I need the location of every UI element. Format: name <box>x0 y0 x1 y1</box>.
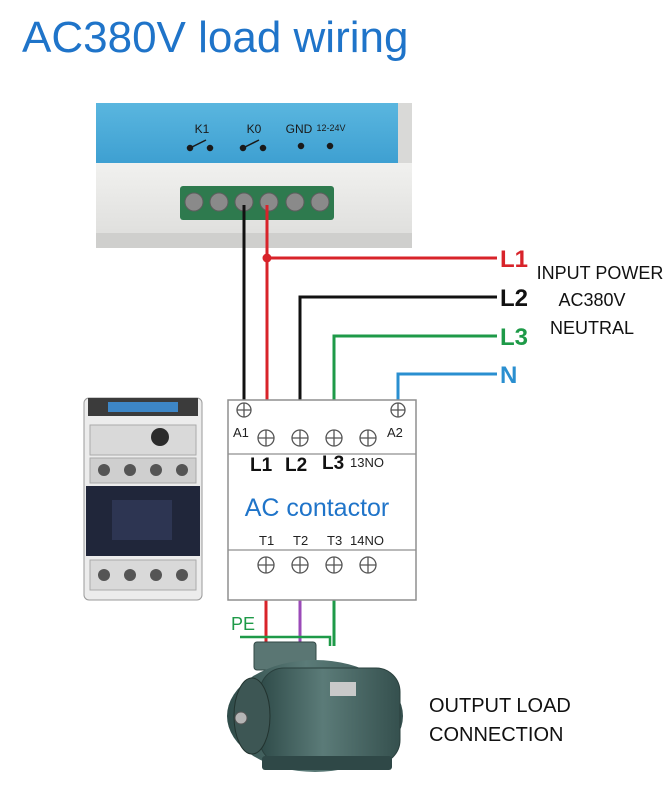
input-neutral-label: NEUTRAL <box>550 318 634 338</box>
contactor-name: AC contactor <box>245 494 390 522</box>
motor-foot <box>262 756 392 770</box>
relay-bottom-shadow <box>96 233 412 248</box>
contact-point <box>186 144 194 152</box>
terminal-screws <box>184 192 330 212</box>
coil-terminals <box>236 402 406 418</box>
pe-label: PE <box>231 614 255 634</box>
relay-module: K1 K0 GND 12-24V <box>96 103 412 248</box>
relay-right-cap <box>398 103 412 163</box>
terminal-screw <box>310 192 330 212</box>
load-terminals <box>257 556 377 574</box>
motor-illustration <box>227 641 403 772</box>
terminal-l3-cross <box>326 430 342 446</box>
motor-nameplate <box>330 682 356 696</box>
label-a1: A1 <box>233 425 249 440</box>
wire-n-input <box>396 372 497 408</box>
terminal-a1-cross <box>237 403 251 417</box>
contact-arm <box>191 139 207 148</box>
page-title: AC380V load wiring <box>22 13 409 62</box>
label-14no: 14NO <box>350 533 384 548</box>
terminal-t2-cross <box>292 557 308 573</box>
label-13no: 13NO <box>350 455 384 470</box>
label-l2: L2 <box>285 455 307 476</box>
terminal-label-power: 12-24V <box>316 123 345 133</box>
contactor-photo-screw <box>176 464 188 476</box>
junction-dot <box>262 253 272 263</box>
terminal-t1-cross <box>258 557 274 573</box>
terminal-l1-cross <box>258 430 274 446</box>
label-a2: A2 <box>387 425 403 440</box>
motor-front-face <box>233 677 271 755</box>
terminal-t3-cross <box>326 557 342 573</box>
terminal-14no-cross <box>360 557 376 573</box>
contactor-photo-screw <box>150 569 162 581</box>
relay-contact-symbols <box>186 139 334 152</box>
terminal-screw <box>259 192 279 212</box>
relay-blue-panel <box>96 103 412 165</box>
contact-point <box>259 144 267 152</box>
terminal-a2-cross <box>391 403 405 417</box>
terminal-screw <box>209 192 229 212</box>
contactor-photo-terminal-row <box>89 424 197 456</box>
line-label-n: N <box>500 362 517 389</box>
terminal-label-k0: K0 <box>247 122 262 136</box>
line-label-l1: L1 <box>500 246 528 273</box>
power-point <box>326 142 334 150</box>
terminal-13no-cross <box>360 430 376 446</box>
contact-point <box>206 144 214 152</box>
contactor-photo-window <box>112 500 172 540</box>
terminal-l2-cross <box>292 430 308 446</box>
label-t2: T2 <box>293 533 308 548</box>
line-terminals <box>257 429 377 447</box>
wire-l2-input <box>298 295 497 438</box>
contactor-photo-screw <box>98 569 110 581</box>
wiring <box>240 205 497 646</box>
contactor-photo-screw <box>98 464 110 476</box>
contactor-photo-screw <box>124 464 136 476</box>
label-l3: L3 <box>322 453 344 474</box>
label-t3: T3 <box>327 533 342 548</box>
input-voltage-label: AC380V <box>558 290 625 310</box>
terminal-screw <box>285 192 305 212</box>
line-label-l2: L2 <box>500 285 528 312</box>
contactor-photo <box>83 397 203 601</box>
wire-pe <box>240 635 332 646</box>
contact-arm <box>244 139 260 148</box>
motor-shaft <box>234 711 248 725</box>
label-l1: L1 <box>250 455 273 476</box>
contactor-photo-screw <box>124 569 136 581</box>
output-connection-label: CONNECTION <box>429 724 563 746</box>
contactor-photo-screw <box>150 464 162 476</box>
contactor-schematic: A1 A2 L1 L2 L3 13NO AC contactor T1 T2 T… <box>227 399 417 601</box>
contact-point <box>239 144 247 152</box>
input-power-label: INPUT POWER <box>537 263 664 283</box>
contactor-photo-knob <box>151 428 169 446</box>
terminal-screw <box>184 192 204 212</box>
label-t1: T1 <box>259 533 274 548</box>
line-label-l3: L3 <box>500 324 528 351</box>
output-load-label: OUTPUT LOAD <box>429 695 571 717</box>
contactor-photo-badge <box>108 402 178 412</box>
terminal-label-gnd: GND <box>286 122 313 136</box>
terminal-label-k1: K1 <box>195 122 210 136</box>
gnd-point <box>297 142 305 150</box>
contactor-photo-screw <box>176 569 188 581</box>
